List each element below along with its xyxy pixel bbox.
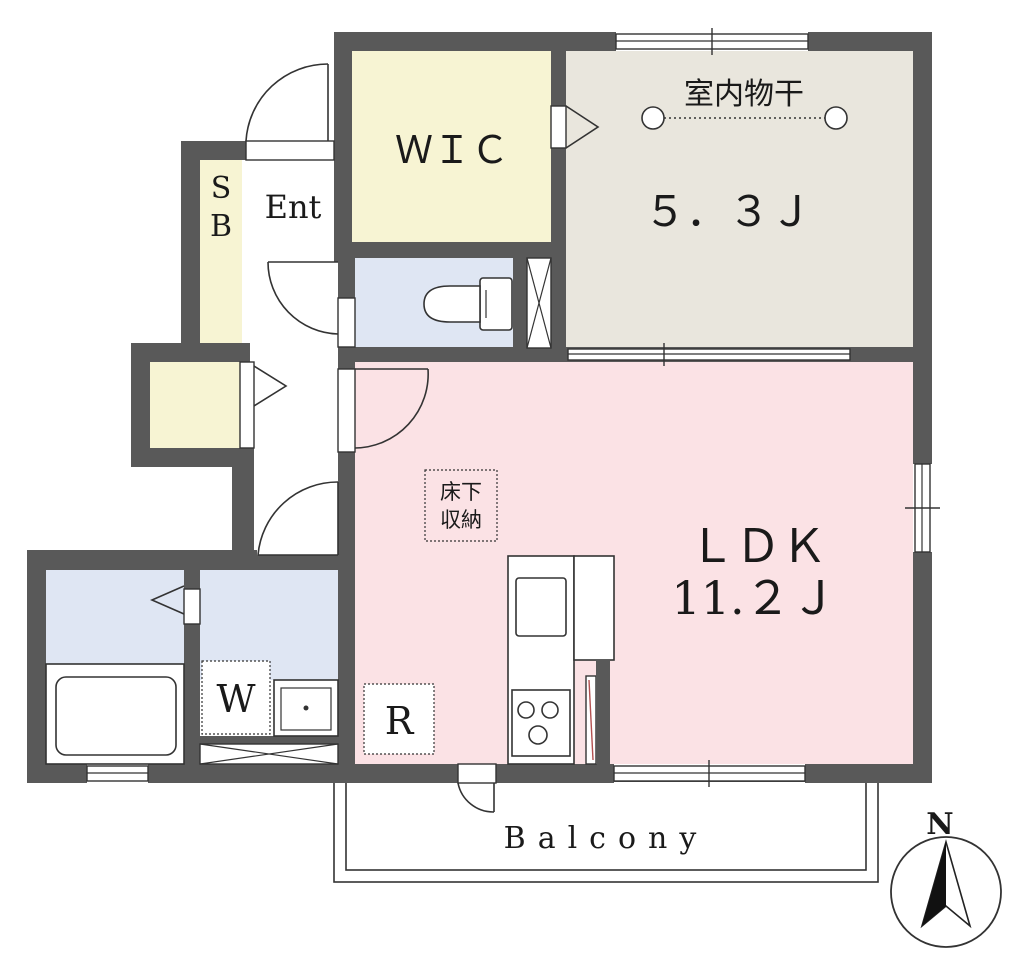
wic-room	[352, 51, 551, 242]
entrance-label: Ent	[265, 188, 322, 226]
balcony-label: Balcony	[504, 821, 709, 856]
washer-label: W	[216, 677, 255, 721]
underfloor-storage: 床下 収納	[424, 469, 498, 542]
fridge-label: R	[385, 699, 415, 743]
drying-label: 室内物干	[684, 77, 804, 112]
ldk-room	[355, 362, 913, 764]
ldk-size-label: 11.２Ｊ	[671, 571, 836, 625]
windows	[86, 28, 940, 787]
fridge-space: R	[363, 683, 435, 755]
western-room	[566, 51, 913, 347]
doors	[150, 63, 600, 813]
ldk-label: ＬＤＫ	[689, 519, 827, 573]
bathtub-icon	[45, 663, 185, 765]
toilet-icon	[423, 277, 513, 331]
shoebox-label-b: B	[210, 209, 232, 244]
western-room-label: ５．３Ｊ	[644, 187, 812, 236]
compass-icon: N	[890, 807, 1002, 948]
kitchen-counter	[507, 555, 615, 765]
balcony: Balcony	[333, 780, 879, 883]
underfloor-label-1: 床下	[440, 480, 482, 504]
shoebox-label-s: S	[211, 171, 232, 206]
compass-label: N	[926, 807, 953, 842]
underfloor-label-2: 収納	[440, 508, 482, 532]
wash-basin-icon	[273, 679, 339, 737]
wic-label: ＷＩＣ	[395, 128, 509, 172]
closet	[150, 362, 240, 448]
drying-pole-icon	[641, 106, 848, 130]
shoebox	[200, 160, 242, 348]
washer-space: W	[201, 660, 271, 735]
